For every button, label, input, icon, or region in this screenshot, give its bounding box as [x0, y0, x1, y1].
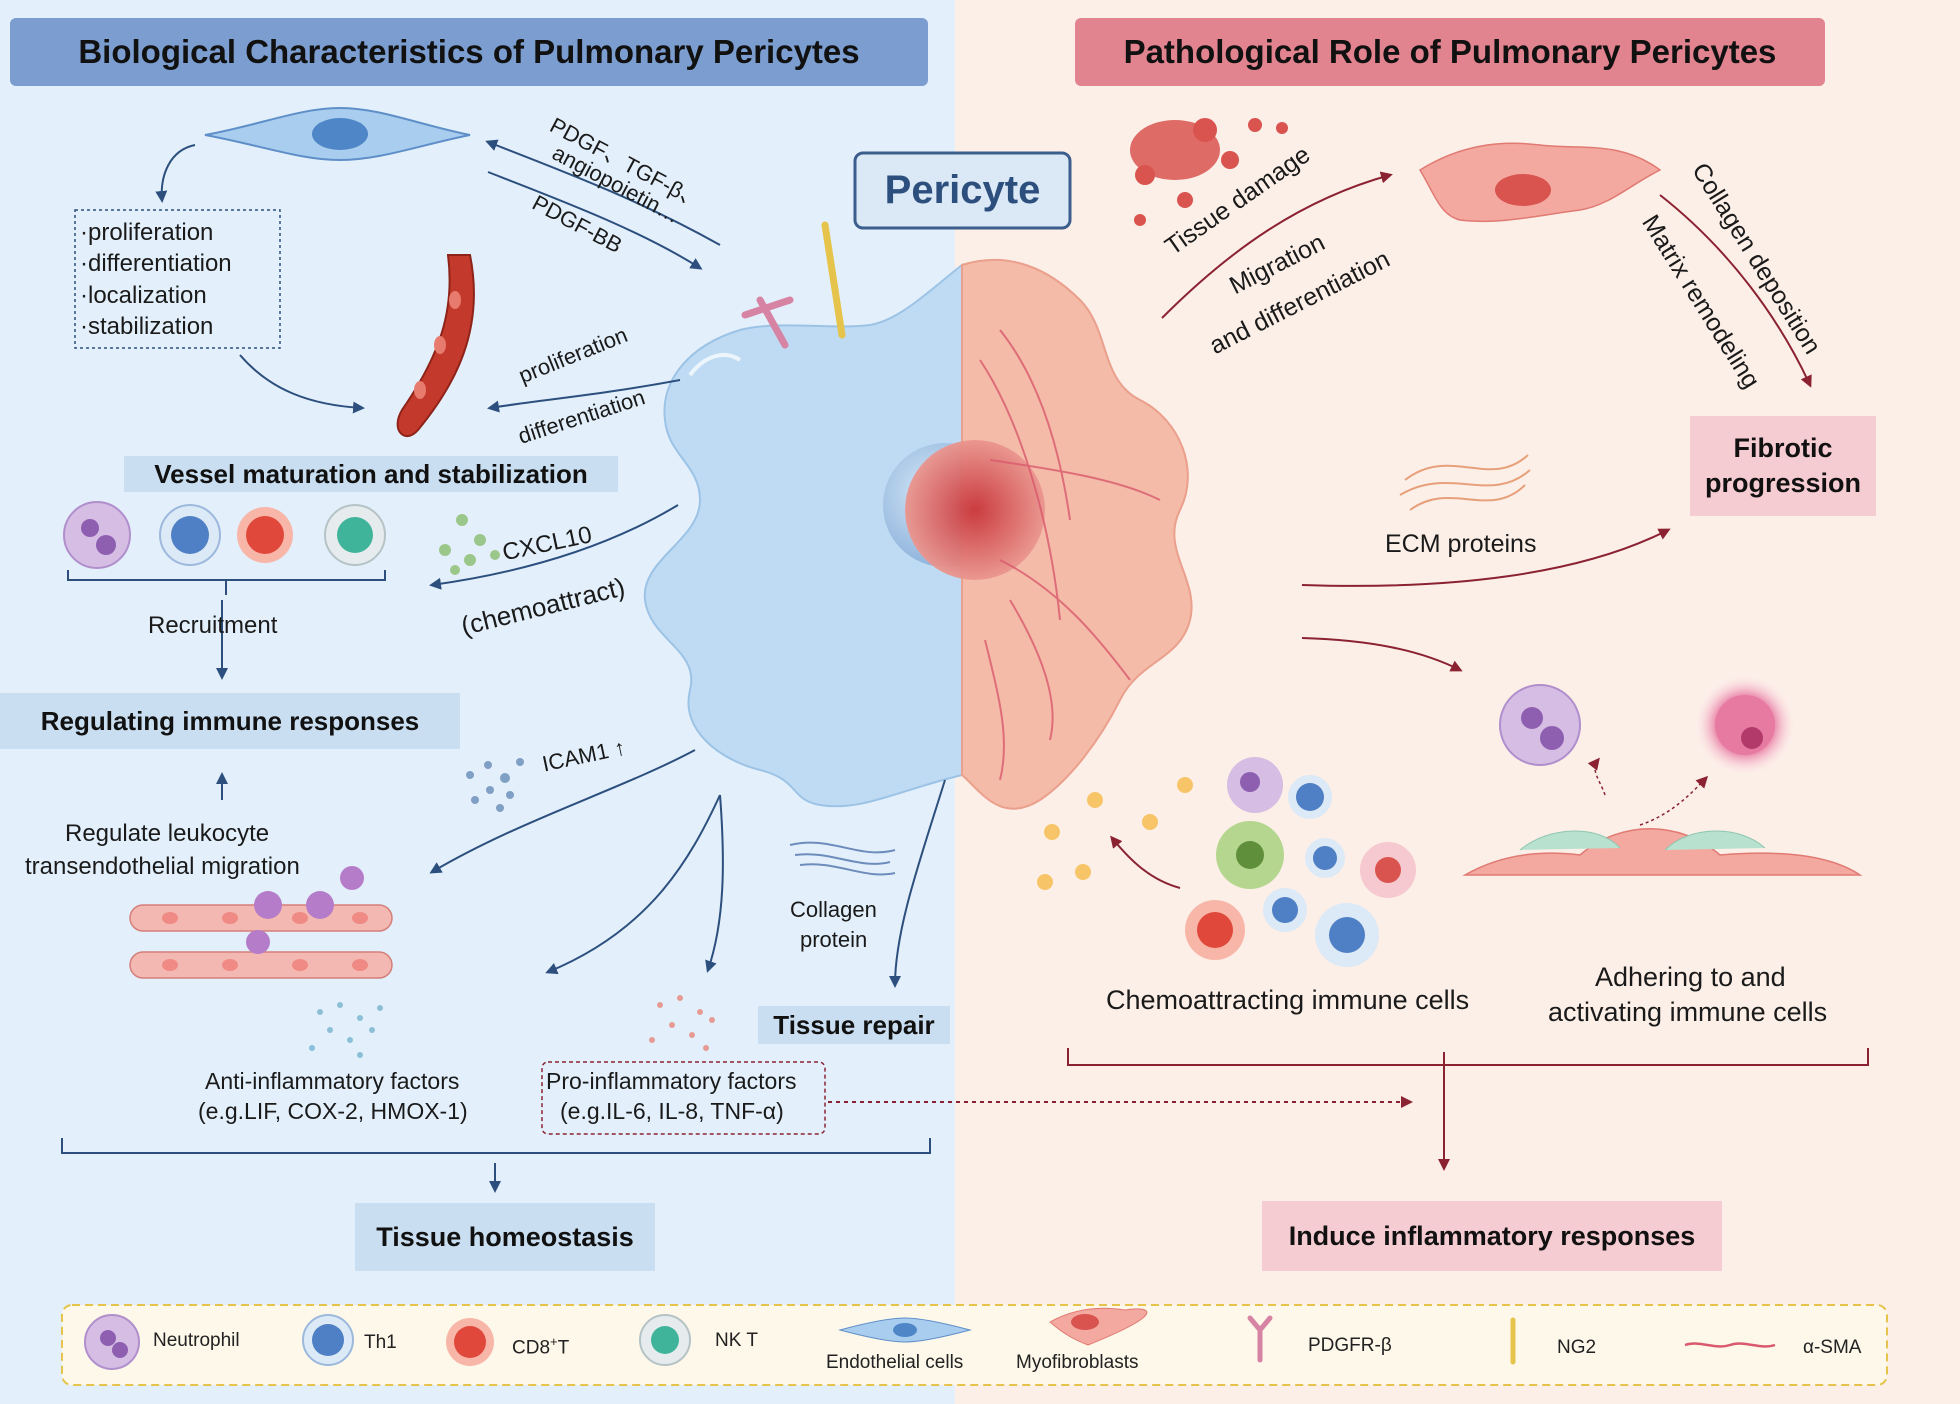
vessel-maturation-box: Vessel maturation and stabilization	[124, 456, 618, 492]
label-anti-examples: (e.g.LIF, COX-2, HMOX-1)	[198, 1098, 468, 1124]
activated-neutrophil	[1695, 675, 1795, 775]
legend-th1: Th1	[364, 1332, 397, 1353]
immune-cells-cluster	[1185, 757, 1416, 967]
legend-myofibroblasts: Myofibroblasts	[1016, 1352, 1139, 1373]
tissue-repair-box: Tissue repair	[758, 1006, 950, 1044]
legend-th1-icon	[302, 1314, 354, 1366]
legend-nkt: NK T	[715, 1330, 758, 1351]
label-collagen-protein: protein	[800, 927, 868, 952]
neutrophil-right	[1499, 684, 1581, 766]
legend-nkt-icon	[639, 1314, 691, 1366]
function-differentiation: ·differentiation	[80, 250, 232, 277]
function-localization: ·localization	[80, 282, 207, 309]
label-chemoattracting: Chemoattracting immune cells	[1106, 985, 1470, 1015]
cd8-cell-left	[237, 507, 293, 563]
endothelium-layer	[129, 866, 393, 979]
label-collagen: Collagen	[790, 897, 877, 922]
label-pro-examples: (e.g.IL-6, IL-8, TNF-α)	[560, 1098, 784, 1124]
label-ecm-proteins: ECM proteins	[1385, 530, 1537, 558]
function-proliferation: ·proliferation	[80, 219, 214, 246]
fibrotic-line2: progression	[1704, 468, 1862, 498]
label-anti-inflammatory: Anti-inflammatory factors	[205, 1068, 460, 1094]
neutrophil-cell-left	[63, 501, 131, 569]
tissue-homeostasis-box: Tissue homeostasis	[355, 1203, 655, 1271]
legend-ng2: NG2	[1557, 1337, 1597, 1358]
right-panel-bg	[955, 0, 1960, 1404]
nkt-cell-left	[324, 504, 386, 566]
legend-cd8-t: T	[557, 1337, 570, 1359]
legend-asma-icon	[1684, 1342, 1776, 1348]
pericyte-nucleus-right	[905, 440, 1045, 580]
label-pro-inflammatory: Pro-inflammatory factors	[546, 1068, 797, 1094]
legend-endothelial-icon	[838, 1317, 972, 1343]
legend-pdgfr-icon	[1247, 1315, 1273, 1363]
regulating-immune-box: Regulating immune responses	[0, 693, 460, 749]
function-stabilization: ·stabilization	[80, 313, 214, 340]
legend-endothelial: Endothelial cells	[826, 1352, 964, 1373]
tissue-damage-illustration	[1130, 118, 1288, 226]
pericyte-right-half	[961, 258, 1193, 810]
fibrotic-progression-box: Fibrotic progression	[1690, 416, 1876, 516]
pericyte-label: Pericyte	[884, 168, 1041, 212]
legend-cd8-icon	[446, 1318, 494, 1366]
left-header-title: Biological Characteristics of Pulmonary …	[78, 33, 860, 70]
pericyte-left-half	[643, 262, 963, 808]
legend-cd8: CD8+T	[512, 1334, 569, 1359]
legend-cd8-text: CD8	[512, 1337, 551, 1359]
myofibroblast-illustration	[1418, 142, 1662, 223]
induce-inflammatory-box: Induce inflammatory responses	[1262, 1201, 1722, 1271]
endothelium-right	[1462, 828, 1863, 876]
label-adhering: Adhering to and	[1595, 962, 1786, 992]
label-activating: activating immune cells	[1548, 997, 1828, 1027]
label-regulate-leukocyte: Regulate leukocyte	[65, 820, 270, 847]
label-transendothelial: transendothelial migration	[25, 853, 300, 880]
label-recruitment: Recruitment	[148, 612, 278, 639]
fibrotic-line1: Fibrotic	[1733, 433, 1833, 463]
legend-pdgfr: PDGFR-β	[1308, 1335, 1392, 1356]
right-header-title: Pathological Role of Pulmonary Pericytes	[1123, 33, 1777, 70]
th1-cell-left	[159, 504, 221, 566]
legend-myofibroblast-icon	[1049, 1307, 1148, 1346]
legend-asma: α-SMA	[1803, 1337, 1862, 1358]
legend-neutrophil-icon	[84, 1314, 140, 1370]
legend-cd8-sup: +	[550, 1334, 558, 1349]
legend-neutrophil: Neutrophil	[153, 1330, 240, 1351]
